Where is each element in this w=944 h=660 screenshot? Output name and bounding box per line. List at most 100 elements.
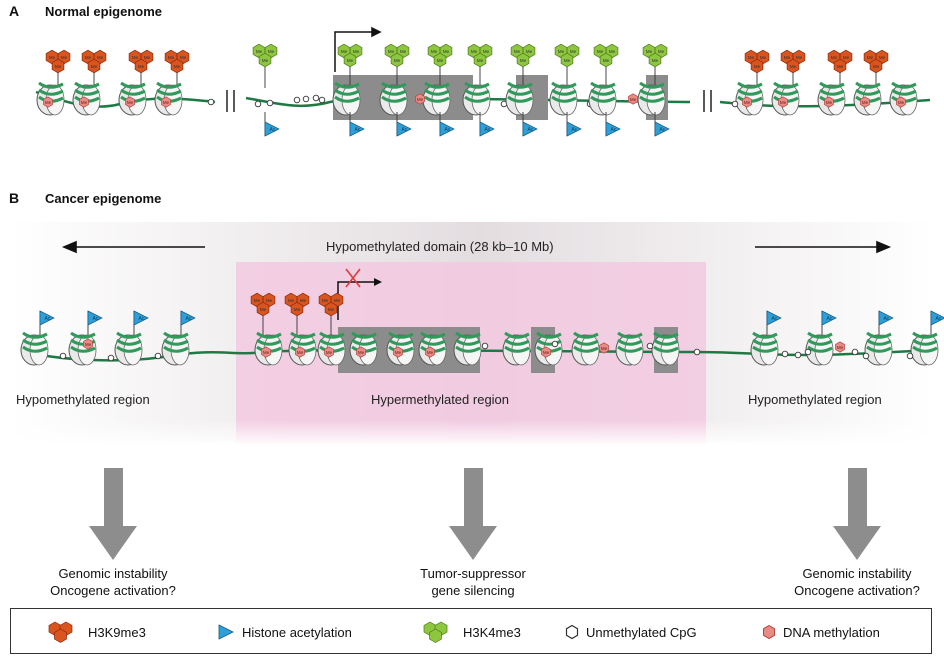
dna-methylation-mark: Me	[541, 346, 551, 358]
nucleosome	[379, 81, 408, 116]
nucleosome	[422, 81, 451, 116]
dna-methylation-mark: Me	[628, 93, 638, 105]
nucleosome	[571, 331, 600, 366]
dna-methylation-mark: Me	[83, 338, 93, 350]
svg-text:Me: Me	[780, 100, 787, 105]
unmethylated-cpg-icon	[565, 624, 579, 640]
dna-methylation-mark: Me	[425, 346, 435, 358]
svg-text:Me: Me	[744, 100, 751, 105]
svg-text:Me: Me	[831, 55, 838, 60]
svg-text:Me: Me	[163, 100, 170, 105]
svg-text:Me: Me	[609, 49, 616, 54]
svg-text:Me: Me	[526, 49, 533, 54]
dna-methylation-mark: Me	[896, 96, 906, 108]
svg-text:Me: Me	[477, 58, 484, 63]
svg-text:Ac: Ac	[186, 316, 192, 322]
right-region-label: Hypomethylated region	[748, 392, 882, 407]
dna-methylation-mark: Me	[261, 346, 271, 358]
unmethylated-cpg-mark	[731, 100, 739, 108]
svg-text:Me: Me	[127, 100, 134, 105]
svg-text:Ac: Ac	[270, 127, 276, 133]
legend-acetylation: Histone acetylation	[216, 622, 352, 642]
nucleosome: Me	[118, 81, 147, 116]
h3k4me3-icon	[423, 621, 448, 643]
svg-text:Me: Me	[417, 97, 424, 102]
svg-text:Me: Me	[394, 58, 401, 63]
nucleosome	[332, 81, 361, 116]
svg-text:Me: Me	[879, 55, 886, 60]
svg-text:Me: Me	[601, 346, 608, 351]
panel-b-title: Cancer epigenome	[45, 191, 162, 206]
dna-methylation-mark: Me	[742, 96, 752, 108]
nucleosome	[161, 331, 190, 366]
nucleosome: Me	[317, 331, 346, 366]
h3k9me3-icon	[48, 621, 73, 643]
acetylation-mark: Ac	[87, 310, 103, 338]
svg-text:Me: Me	[326, 350, 333, 355]
center-outcome-line2: gene silencing	[431, 583, 515, 598]
unmethylated-cpg-mark	[781, 350, 789, 358]
svg-text:Me: Me	[55, 64, 62, 69]
nucleosome: Me	[853, 81, 882, 116]
svg-text:Ac: Ac	[884, 316, 890, 322]
legend-h3k4me3: H3K4me3	[421, 621, 521, 643]
center-outcome: Tumor-suppressor gene silencing	[383, 565, 563, 599]
svg-text:Me: Me	[652, 58, 659, 63]
dna-methylation-mark: Me	[415, 93, 425, 105]
unmethylated-cpg-mark	[318, 96, 326, 104]
dna-methylation-mark: Me	[125, 96, 135, 108]
dna-methylation-mark: Me	[324, 346, 334, 358]
svg-text:Me: Me	[431, 49, 438, 54]
nucleosome	[588, 81, 617, 116]
acetylation-mark: Ac	[349, 112, 365, 137]
nucleosome	[20, 331, 49, 366]
svg-text:Me: Me	[558, 49, 565, 54]
svg-text:Me: Me	[437, 58, 444, 63]
left-outcome: Genomic instability Oncogene activation?	[23, 565, 203, 599]
unmethylated-cpg-mark	[293, 96, 301, 104]
svg-text:Me: Me	[353, 49, 360, 54]
svg-text:Me: Me	[97, 55, 104, 60]
svg-text:Me: Me	[784, 55, 791, 60]
svg-text:Ac: Ac	[45, 316, 51, 322]
legend-unmethylated-cpg: Unmethylated CpG	[564, 622, 697, 642]
svg-text:Me: Me	[61, 55, 68, 60]
panel-a-title: Normal epigenome	[45, 4, 163, 19]
panel-a-breaks	[226, 90, 712, 112]
acetylation-mark: Ac	[439, 112, 455, 137]
left-outcome-arrow	[89, 468, 137, 560]
legend-acetylation-label: Histone acetylation	[242, 624, 352, 640]
unmethylated-cpg-mark	[207, 98, 215, 106]
svg-text:Me: Me	[646, 49, 653, 54]
svg-text:Me: Me	[138, 64, 145, 69]
svg-text:Me: Me	[262, 58, 269, 63]
transcription-blocked-x-icon	[345, 268, 361, 288]
svg-text:Me: Me	[543, 350, 550, 355]
nucleosome: Me	[36, 81, 65, 116]
svg-text:Ac: Ac	[402, 127, 408, 133]
dna-methylation-mark: Me	[393, 346, 403, 358]
svg-text:Me: Me	[597, 49, 604, 54]
left-outcome-line2: Oncogene activation?	[50, 583, 176, 598]
unmethylated-cpg-mark	[302, 95, 310, 103]
outcome-arrows	[89, 468, 881, 560]
svg-text:Me: Me	[85, 55, 92, 60]
svg-text:Me: Me	[45, 100, 52, 105]
svg-text:Me: Me	[358, 350, 365, 355]
nucleosome: Me	[889, 81, 918, 116]
unmethylated-cpg-mark	[851, 348, 859, 356]
svg-text:Me: Me	[483, 49, 490, 54]
dna-methylation-mark: Me	[161, 96, 171, 108]
nucleosome	[750, 331, 779, 366]
acetylation-mark: Ac	[479, 112, 495, 137]
dna-methylation-mark: Me	[835, 341, 845, 353]
nucleosome: Me	[771, 81, 800, 116]
